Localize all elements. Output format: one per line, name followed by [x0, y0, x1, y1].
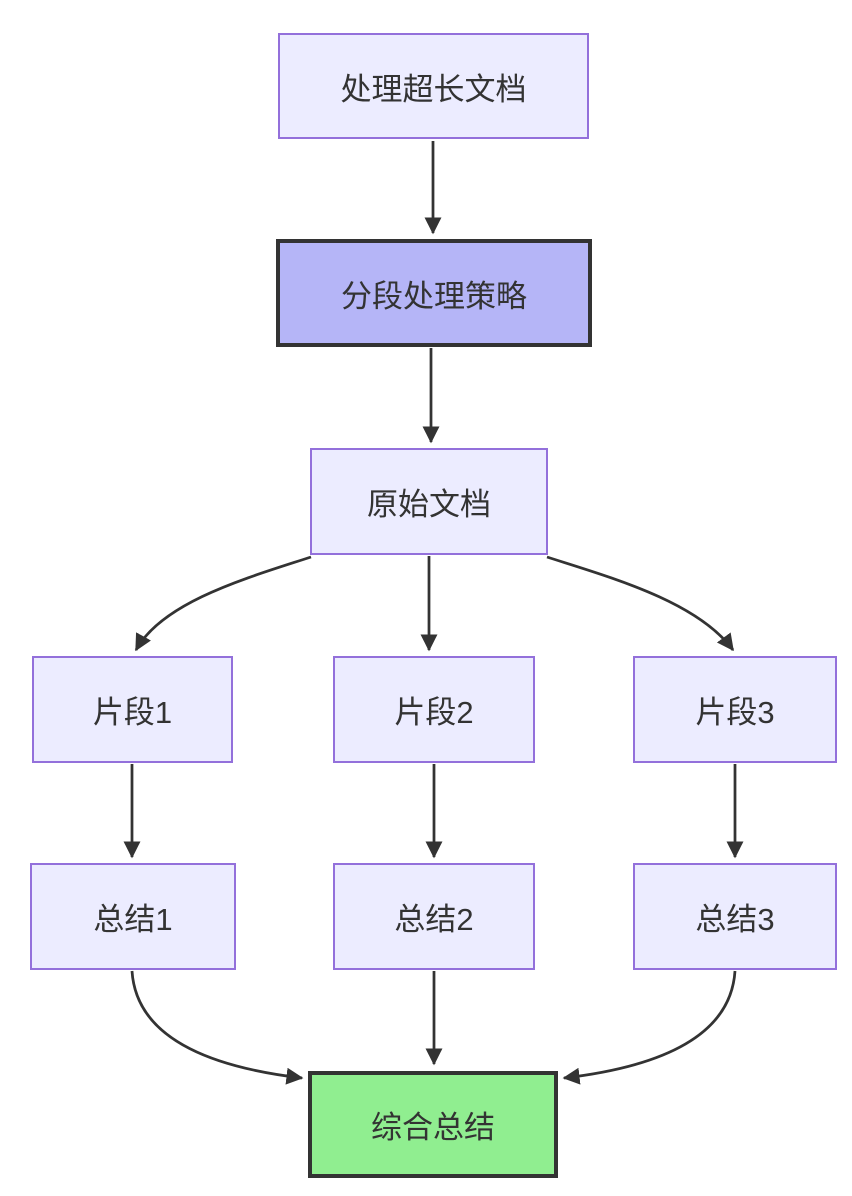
node-summary-2: 总结2	[333, 863, 535, 970]
node-label: 片段2	[394, 695, 474, 730]
node-label: 综合总结	[371, 1110, 495, 1145]
node-label: 总结3	[695, 902, 775, 937]
node-label: 片段1	[92, 695, 173, 730]
node-label: 原始文档	[367, 487, 491, 522]
node-label: 总结1	[93, 902, 173, 937]
node-label: 处理超长文档	[340, 71, 527, 107]
node-label: 片段3	[695, 695, 775, 730]
node-original-doc: 原始文档	[310, 448, 548, 555]
node-process-long-doc: 处理超长文档	[278, 33, 589, 139]
node-fragment-1: 片段1	[32, 656, 233, 763]
edge-E3-F	[562, 970, 737, 1085]
node-fragment-3: 片段3	[633, 656, 837, 763]
edge-C-D1	[134, 555, 312, 652]
node-final-summary: 综合总结	[308, 1071, 558, 1178]
node-summary-3: 总结3	[633, 863, 837, 970]
node-label: 总结2	[394, 902, 474, 937]
node-fragment-2: 片段2	[333, 656, 535, 763]
node-summary-1: 总结1	[30, 863, 236, 970]
node-segment-strategy: 分段处理策略	[276, 239, 592, 347]
edge-C-D3	[546, 555, 735, 652]
node-label: 分段处理策略	[341, 278, 527, 314]
edge-E1-F	[130, 970, 304, 1085]
